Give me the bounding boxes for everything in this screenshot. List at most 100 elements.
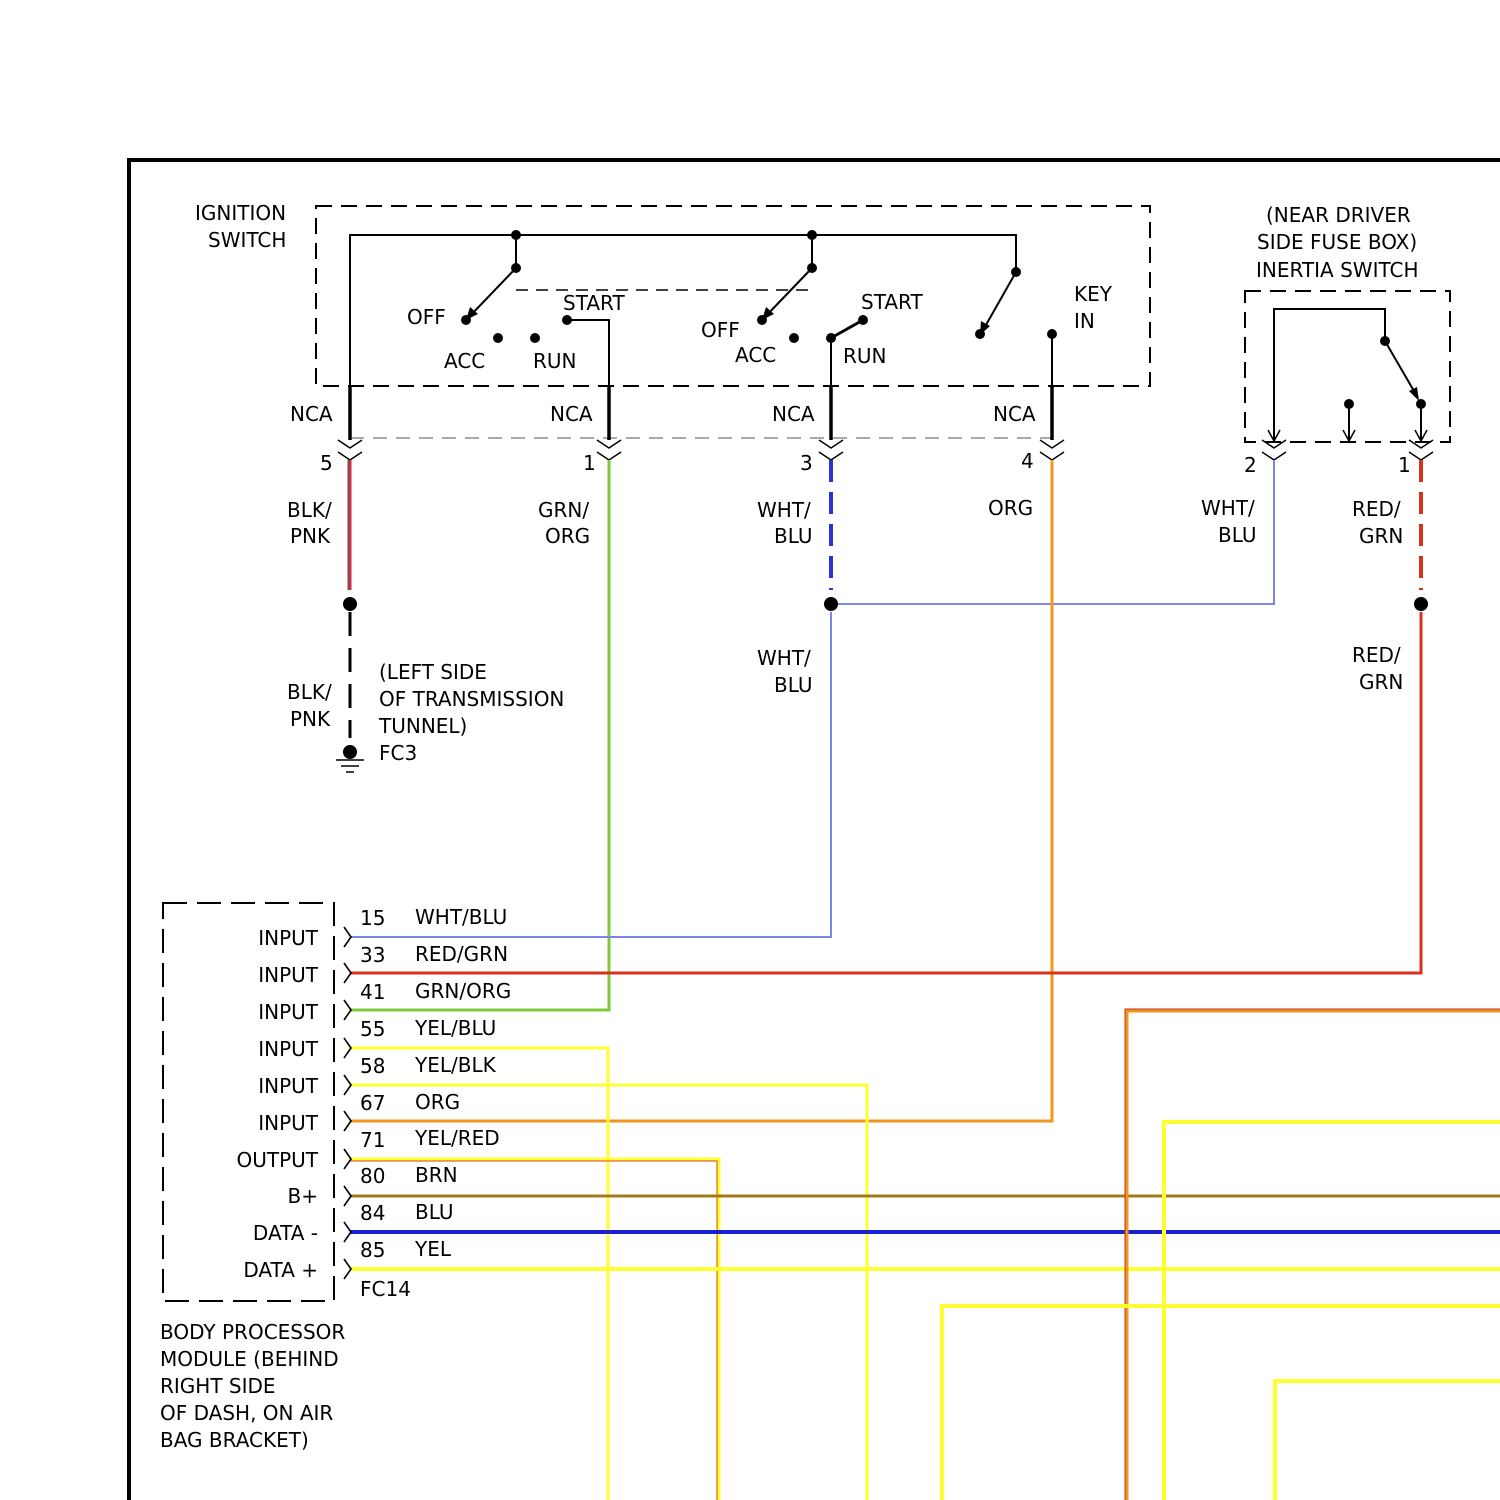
wire-offpage-yel-3	[1275, 1381, 1500, 1500]
module-fn-55: INPUT	[258, 1037, 319, 1061]
wire-yel-red-trace	[350, 1161, 717, 1500]
contact-acc-1	[493, 333, 503, 343]
ground-location-line3: TUNNEL)	[378, 714, 467, 738]
chevron-right-icon	[344, 1186, 351, 1206]
chevron-icon	[597, 440, 621, 460]
module-fn-67: INPUT	[258, 1111, 319, 1135]
module-pin-55: 55	[360, 1017, 385, 1041]
label-off-2: OFF	[701, 318, 740, 342]
inertia-internal-wire	[1274, 309, 1385, 440]
switch-blade-1	[468, 268, 516, 318]
wire-label-red-grn-mid-2: GRN	[1359, 670, 1403, 694]
ignition-switch-label-line1: IGNITION	[195, 201, 286, 225]
label-start-2: START	[861, 290, 923, 314]
inertia-pin-2: 2	[1244, 453, 1257, 477]
wire-offpage-yel-1	[1164, 1122, 1500, 1500]
wire-offpage-org-red	[1127, 1011, 1500, 1500]
bus-node	[807, 230, 817, 240]
ignition-switch-outline	[316, 206, 1150, 386]
wire-label-wht-blu-mid-1: WHT/	[757, 646, 811, 670]
wire-label-blk-pnk-bottom-2: PNK	[290, 707, 331, 731]
chevron-right-icon	[344, 1038, 351, 1058]
chevron-right-icon	[344, 1149, 351, 1169]
contact-run-1	[530, 333, 540, 343]
wire-label-red-grn-top-1: RED/	[1352, 497, 1401, 521]
module-wire-55: YEL/BLU	[414, 1016, 496, 1040]
module-name-line4: OF DASH, ON AIR	[160, 1401, 333, 1425]
module-fn-15: INPUT	[258, 926, 319, 950]
label-run-1: RUN	[533, 349, 577, 373]
wire-label-org: ORG	[988, 496, 1033, 520]
chevron-icon	[819, 440, 843, 460]
splice-node	[343, 597, 357, 611]
wire-wht-blu-to-inertia	[838, 460, 1274, 604]
module-pin-80: 80	[360, 1164, 385, 1188]
module-fn-71: OUTPUT	[236, 1148, 318, 1172]
wire-label-wht-blu-mid-2: BLU	[774, 673, 813, 697]
wire-red-grn	[350, 612, 1421, 973]
wire-offpage-org-red-trace	[1125, 1009, 1500, 1500]
ignition-pin-3: 3	[800, 451, 813, 475]
module-pin-67: 67	[360, 1091, 385, 1115]
module-wire-15: WHT/BLU	[415, 905, 507, 929]
module-connector-id: FC14	[360, 1277, 411, 1301]
module-pin-15: 15	[360, 906, 385, 930]
module-fn-41: INPUT	[258, 1000, 319, 1024]
wire-yel-blu	[350, 1048, 608, 1500]
wire-offpage-yel-2	[942, 1306, 1500, 1500]
wire-label-red-grn-top-2: GRN	[1359, 524, 1403, 548]
splice-node	[824, 597, 838, 611]
chevron-right-icon	[344, 1259, 351, 1279]
switch-blade-key-in	[982, 272, 1016, 332]
label-key-in-line2: IN	[1074, 309, 1095, 333]
arrow-head	[1409, 387, 1419, 401]
module-wire-71: YEL/RED	[414, 1126, 500, 1150]
wire-label-grn-org-1: GRN/	[538, 498, 589, 522]
bus-node	[511, 230, 521, 240]
wire-label-blk-pnk-bottom-1: BLK/	[287, 680, 332, 704]
label-acc-2: ACC	[735, 343, 776, 367]
inertia-location-line1: (NEAR DRIVER	[1266, 203, 1411, 227]
nca-label-4: NCA	[993, 402, 1036, 426]
module-wire-58: YEL/BLK	[414, 1053, 497, 1077]
chevron-right-icon	[344, 927, 351, 947]
module-wire-41: GRN/ORG	[415, 979, 511, 1003]
contact-off-1	[461, 315, 471, 325]
wire-label-wht-blu-top-1: WHT/	[757, 498, 811, 522]
label-acc-1: ACC	[444, 349, 485, 373]
module-fn-84: DATA -	[253, 1221, 318, 1245]
module-connector-chevrons	[344, 927, 351, 1279]
wire-label-red-grn-mid-1: RED/	[1352, 643, 1401, 667]
module-name-line2: MODULE (BEHIND	[160, 1347, 339, 1371]
label-key-in-line1: KEY	[1074, 282, 1113, 306]
ground-icon	[336, 760, 364, 772]
inertia-switch-outline	[1245, 291, 1450, 442]
inertia-switch-label: INERTIA SWITCH	[1256, 258, 1419, 282]
module-name-line5: BAG BRACKET)	[160, 1428, 309, 1452]
module-wire-85: YEL	[414, 1237, 452, 1261]
module-pin-71: 71	[360, 1128, 385, 1152]
wire-label-wht-blu-inertia-1: WHT/	[1201, 496, 1255, 520]
inertia-pin-1: 1	[1398, 453, 1411, 477]
start-run-jumper	[831, 320, 863, 338]
label-run-2: RUN	[843, 344, 887, 368]
nca-label-1: NCA	[550, 402, 593, 426]
ignition-pin-4: 4	[1021, 449, 1034, 473]
module-wire-33: RED/GRN	[415, 942, 508, 966]
module-name-line1: BODY PROCESSOR	[160, 1320, 345, 1344]
module-pin-85: 85	[360, 1238, 385, 1262]
module-wire-84: BLU	[415, 1200, 454, 1224]
ground-location-line1: (LEFT SIDE	[379, 660, 487, 684]
ignition-pin-5: 5	[320, 451, 333, 475]
body-processor-module: INPUT INPUT INPUT INPUT INPUT INPUT OUTP…	[160, 903, 511, 1452]
chevron-icon	[1040, 440, 1064, 460]
ground-id: FC3	[379, 741, 417, 765]
nca-label-5: NCA	[290, 402, 333, 426]
ground-location-line2: OF TRANSMISSION	[379, 687, 564, 711]
contact-acc-2	[789, 333, 799, 343]
chevron-right-icon	[344, 1000, 351, 1020]
chevron-right-icon	[344, 963, 351, 983]
module-name-line3: RIGHT SIDE	[160, 1374, 276, 1398]
wire-label-wht-blu-inertia-2: BLU	[1218, 523, 1257, 547]
